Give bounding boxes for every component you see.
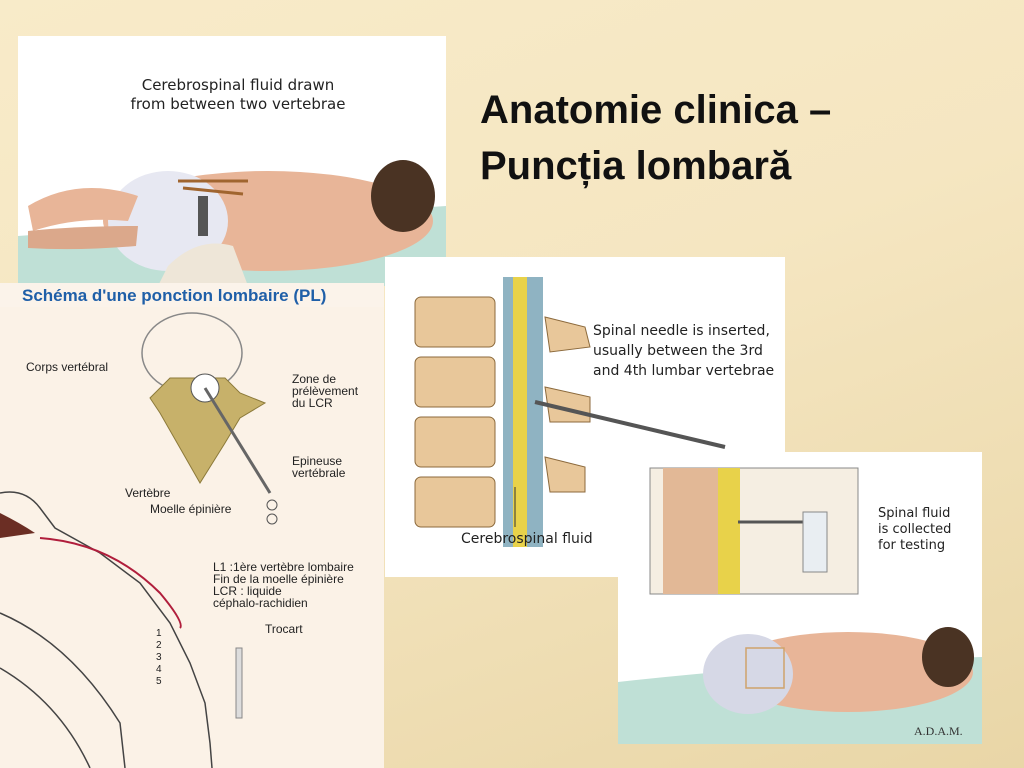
needle-caption: Spinal needle is inserted, usually betwe…	[593, 323, 775, 379]
title-line-1: Anatomie clinica –	[480, 88, 832, 132]
top-left-caption: Cerebrospinal fluid drawn from between t…	[130, 76, 346, 113]
patient-lying-illustration	[18, 36, 446, 286]
adam-logo: A.D.A.M.	[914, 724, 963, 738]
csf-label: Cerebrospinal fluid	[461, 531, 593, 547]
patient-illustration-panel: Cerebrospinal fluid drawn from between t…	[18, 36, 446, 286]
label-corps-vertebral: Corps vertébral	[26, 360, 109, 374]
label-zone-lcr: Zone de prélèvement du LCR	[292, 372, 359, 410]
fluid-collection-panel: Spinal fluid is collected for testing A.…	[618, 452, 982, 744]
collection-caption: Spinal fluid is collected for testing	[878, 506, 952, 553]
collection-illustration	[618, 452, 982, 744]
schema-panel: Schéma d'une ponction lombaire (PL) Corp…	[0, 283, 384, 768]
title-line-2: Puncția lombară	[480, 144, 792, 188]
label-vertebre: Vertèbre	[125, 486, 171, 500]
slide-title: Anatomie clinica – Puncția lombară	[480, 82, 1000, 194]
schema-header: Schéma d'une ponction lombaire (PL)	[22, 286, 327, 305]
label-l1-lcr: L1 :1ère vertèbre lombaire Fin de la moe…	[213, 560, 354, 610]
vertebra-diagram	[0, 307, 384, 768]
label-moelle: Moelle épinière	[150, 502, 232, 516]
label-trocart: Trocart	[265, 622, 303, 636]
label-lumbar-numbers: 1 2 3 4 5	[156, 628, 162, 687]
label-epineuse: Epineuse vertébrale	[292, 454, 346, 480]
needle-insertion-panel: Spinal needle is inserted, usually betwe…	[385, 257, 785, 577]
